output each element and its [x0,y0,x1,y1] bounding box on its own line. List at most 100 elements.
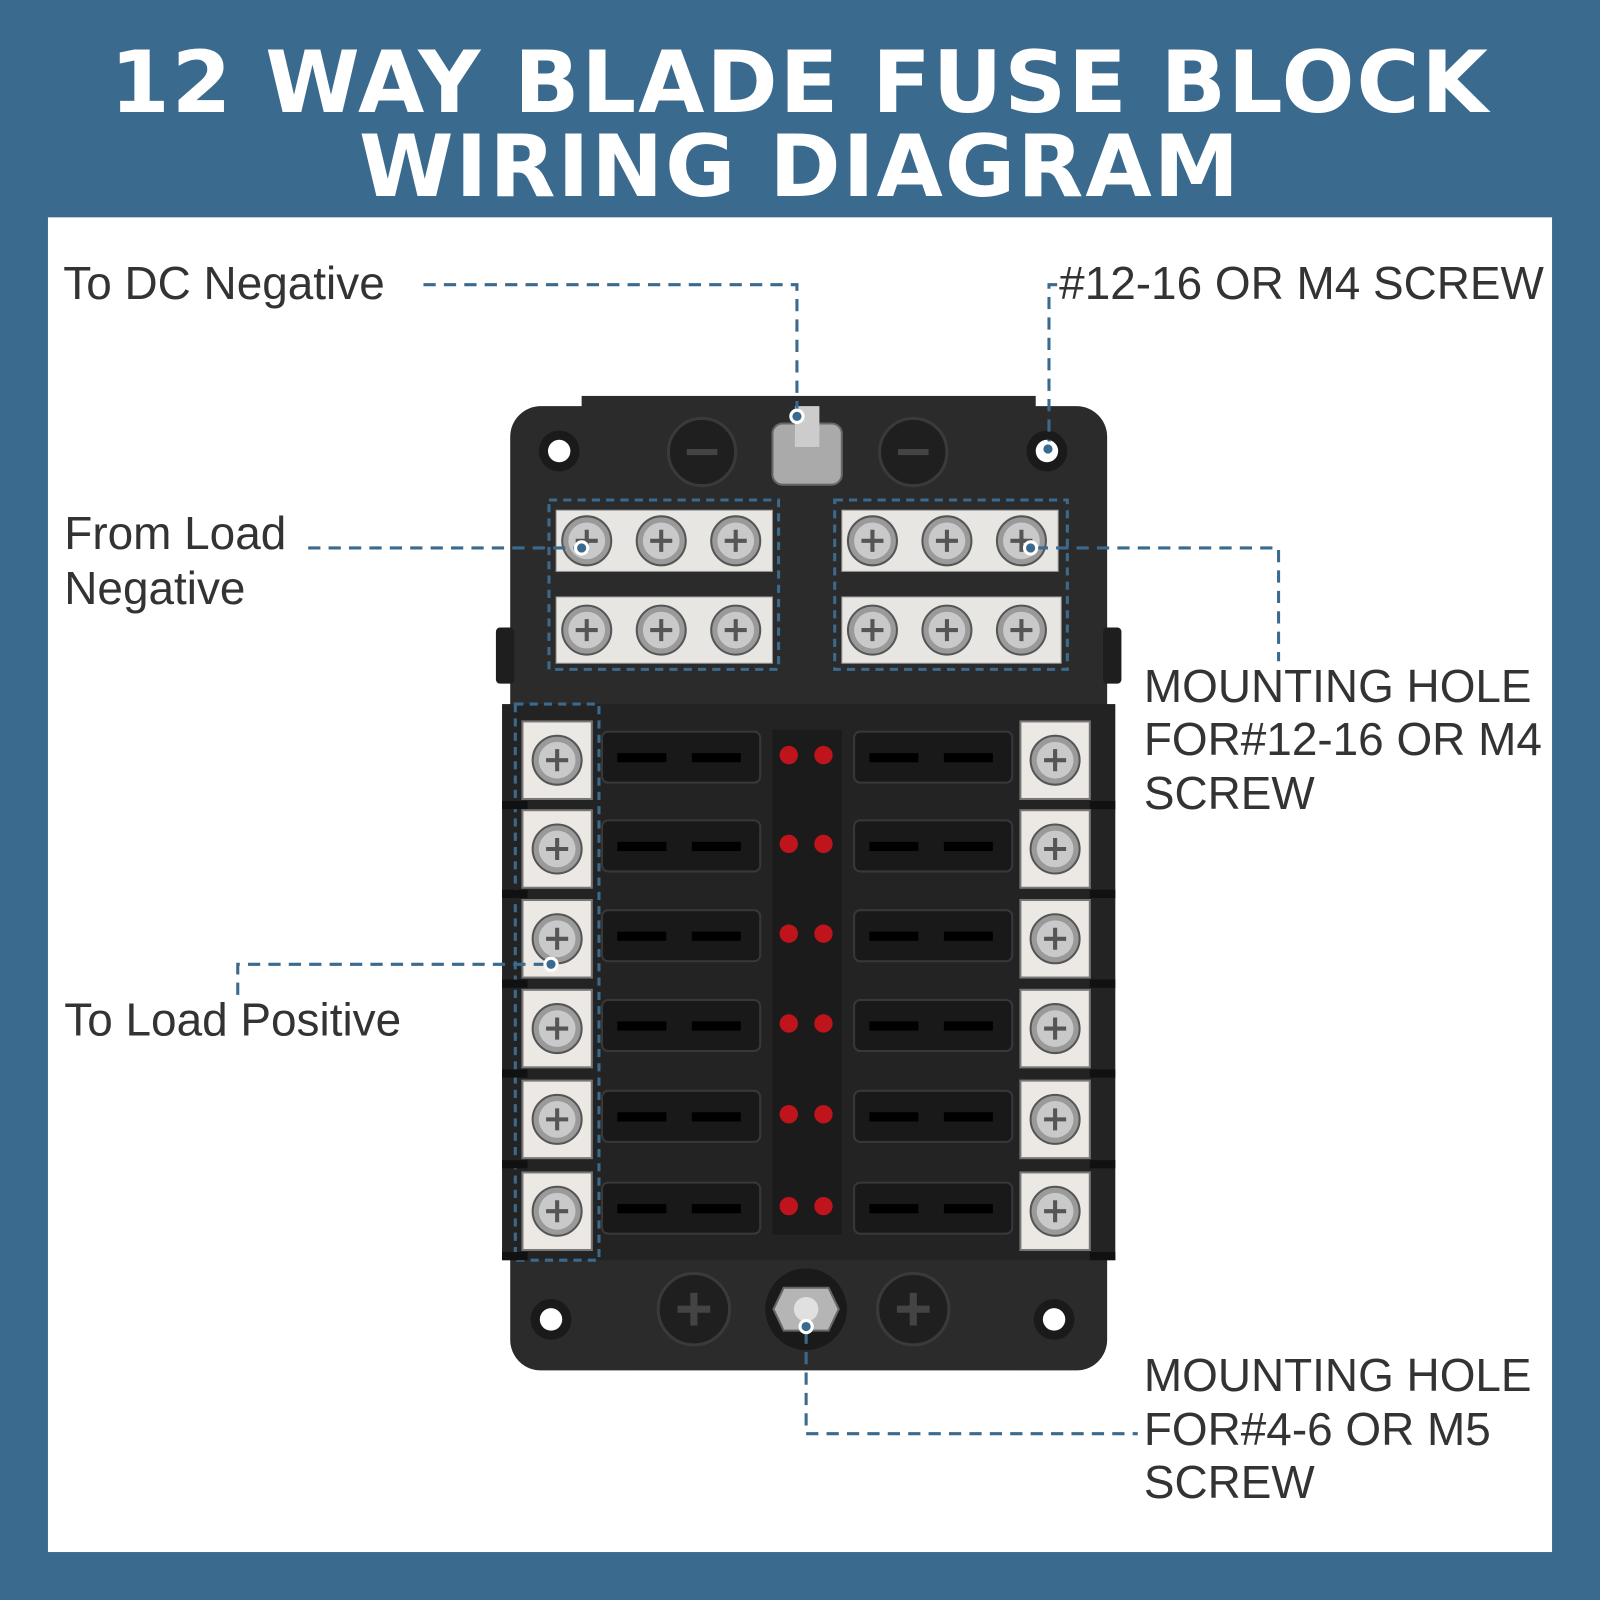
phillips-icon [546,1108,569,1131]
label-screw-top: #12-16 OR M4 SCREW [1059,257,1544,309]
phillips-icon [1044,1108,1067,1131]
label-from-load-2: Negative [64,562,245,614]
phillips-icon [546,1017,569,1040]
phillips-icon [546,1200,569,1223]
phillips-icon [546,837,569,860]
highlight-box [833,498,1069,671]
callout-dc-negative: To DC Negative [63,257,805,424]
callout-mounting-hole-top: MOUNTING HOLE FOR#12-16 OR M4 SCREW [1022,540,1542,819]
fuse-slot-contact [943,931,993,941]
fuse-slot [853,909,1014,963]
label-mount-top-3: SCREW [1144,767,1316,819]
terminal-divider [1089,1160,1116,1169]
fuse-slot-contact [869,931,919,941]
fuse-slot-contact [869,1021,919,1031]
phillips-icon [546,749,569,772]
led-indicator [814,924,833,943]
minus-icon [686,448,718,456]
positive-stud [793,1296,819,1322]
fuse-slot [853,1181,1014,1235]
minus-icon [897,448,929,456]
label-mount-top-1: MOUNTING HOLE [1144,660,1532,712]
fuse-slot [601,730,762,784]
phillips-icon [650,619,673,642]
fuse-slot-contact [691,1112,741,1122]
callout-mounting-hole-bottom: MOUNTING HOLE FOR#4-6 OR M5 SCREW [798,1318,1532,1508]
title-line-1: 12 WAY BLADE FUSE BLOCK [110,33,1490,133]
phillips-icon [1044,749,1067,772]
led-indicator [779,1014,798,1033]
led-strip [772,729,842,1235]
terminal-divider [1089,1252,1116,1261]
led-indicator [779,1196,798,1216]
phillips-icon [724,529,747,552]
fuse-slot-contact [617,931,667,941]
mounting-hole-opening [539,1308,563,1331]
label-mount-bottom-2: FOR#4-6 OR M5 [1144,1403,1491,1455]
led-indicator [779,1105,798,1124]
fuse-slot-contact [943,1021,993,1031]
fuse-slot [601,1181,762,1235]
fuse-slot [601,1089,762,1143]
fuse-slot-contact [869,1204,919,1214]
fuse-slot [853,998,1014,1053]
phillips-icon [1044,927,1067,950]
terminal-divider [502,889,528,898]
fuse-slot-contact [691,1204,741,1214]
fuse-slot-contact [869,841,919,852]
led-indicator [814,745,833,765]
fuse-slot-contact [691,1021,741,1031]
led-indicator [814,834,833,854]
callout-load-positive: To Load Positive [64,956,559,1046]
plus-icon [896,1292,930,1326]
terminal-divider [1089,889,1116,898]
phillips-icon [935,619,958,642]
led-indicator [779,745,798,765]
fuse-slot-contact [943,1204,993,1214]
led-indicator [779,924,798,943]
callout-screw-top: #12-16 OR M4 SCREW [1040,257,1545,457]
fuse-slot-contact [869,1112,919,1122]
fuse-slot-contact [617,1204,667,1214]
fuse-slot-contact [691,931,741,941]
callout-from-load-negative: From Load Negative [64,507,590,614]
terminal-divider [502,1252,528,1261]
phillips-icon [861,529,884,552]
fuse-slot [853,730,1014,784]
phillips-icon [1010,619,1033,642]
terminal-divider [1089,979,1116,988]
mounting-hole-opening [547,439,571,463]
terminal-divider [502,1069,528,1078]
terminal-divider [502,979,528,988]
terminal-divider [502,1160,528,1169]
fuse-slot-contact [617,753,667,763]
phillips-icon [1044,1200,1067,1223]
fuse-slot-contact [943,753,993,763]
fuse-slot [853,819,1014,873]
mounting-hole-opening [1042,1308,1066,1331]
title-line-2: WIRING DIAGRAM [359,117,1241,217]
label-mount-top-2: FOR#12-16 OR M4 [1144,713,1542,765]
side-clip-left [495,627,515,684]
led-indicator [814,1014,833,1033]
fuse-slot [601,819,762,873]
terminal-divider [1089,1069,1116,1078]
terminal-divider [502,801,528,810]
fuse-slot-contact [943,841,993,852]
phillips-icon [546,927,569,950]
fuse-slot-contact [869,753,919,763]
fuse-slot-contact [943,1112,993,1122]
fuse-slot-contact [617,1112,667,1122]
fuse-slot [601,998,762,1053]
fuse-slot [853,1089,1014,1143]
fuse-slot-contact [617,1021,667,1031]
phillips-icon [1044,837,1067,860]
phillips-icon [724,619,747,642]
label-dc-negative: To DC Negative [63,257,384,309]
led-indicator [814,1105,833,1124]
phillips-icon [1044,1017,1067,1040]
fuse-block [495,395,1122,1371]
fuse-slot-contact [691,841,741,852]
side-clip-right [1103,627,1122,684]
